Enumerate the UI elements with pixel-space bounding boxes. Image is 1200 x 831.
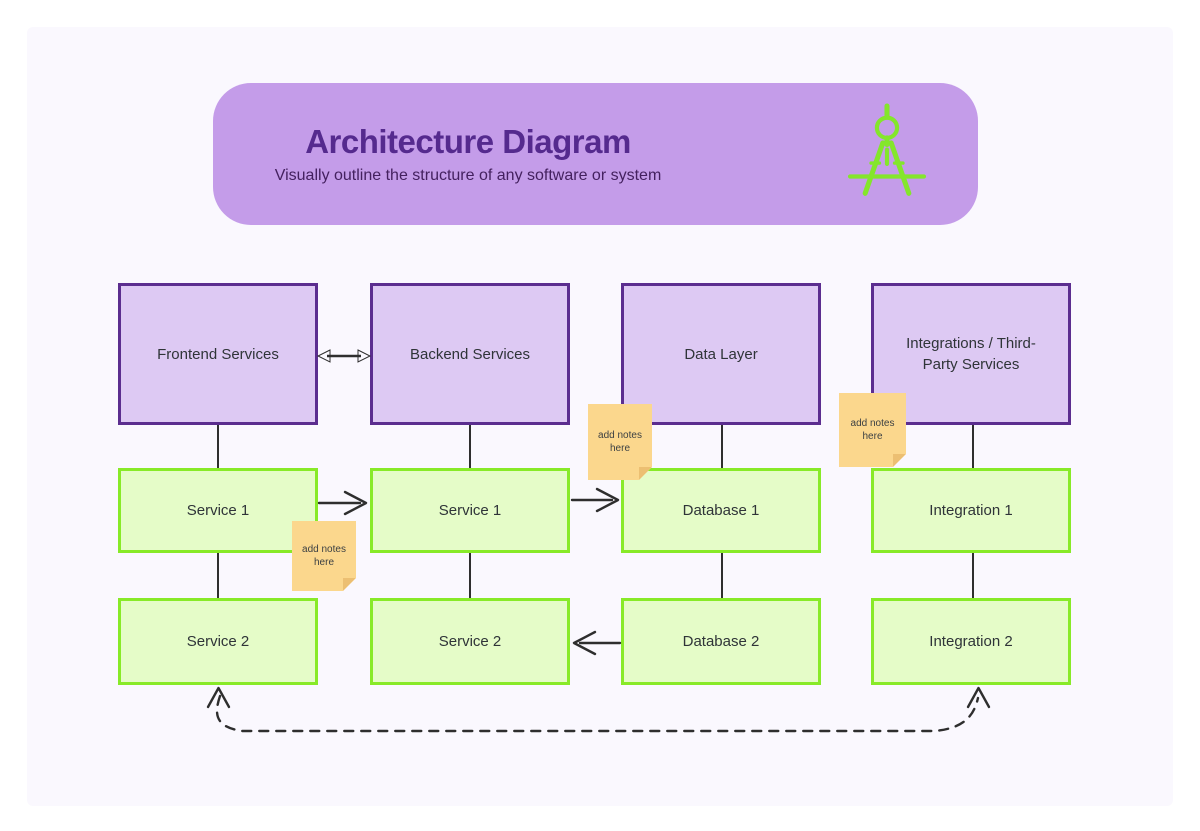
box-label: Data Layer [684,345,758,363]
box-integration-2[interactable]: Integration 2 [871,598,1071,685]
box-backend-service-2[interactable]: Service 2 [370,598,570,685]
sticky-note-text: add notes here [598,429,642,454]
box-label: Database 2 [682,633,760,650]
box-label: Database 1 [682,502,760,519]
box-backend-service-1[interactable]: Service 1 [370,468,570,553]
box-label: Backend Services [409,345,531,363]
box-database-2[interactable]: Database 2 [621,598,821,685]
box-label: Integrations / Third-Party Services [906,335,1036,373]
box-label: Service 2 [186,633,250,650]
box-frontend-service-1[interactable]: Service 1 [118,468,318,553]
header-card[interactable]: Architecture Diagram Visually outline th… [213,83,978,225]
sticky-note-3[interactable]: add notes here [839,393,906,467]
box-label: Service 1 [438,502,502,519]
page-subtitle: Visually outline the structure of any so… [274,167,662,184]
box-integration-1[interactable]: Integration 1 [871,468,1071,553]
header-text: Architecture Diagram Visually outline th… [243,83,693,225]
box-label: Integration 1 [929,502,1013,519]
box-label: Service 1 [186,502,250,519]
box-data-layer[interactable]: Data Layer [621,283,821,425]
box-frontend-service-2[interactable]: Service 2 [118,598,318,685]
box-frontend-services[interactable]: Frontend Services [118,283,318,425]
sticky-note-text: add notes here [850,417,895,442]
box-database-1[interactable]: Database 1 [621,468,821,553]
box-label: Service 2 [438,633,502,650]
sticky-note-text: add notes here [302,543,346,568]
sticky-note-2[interactable]: add notes here [588,404,652,480]
sticky-note-1[interactable]: add notes here [292,521,356,591]
box-backend-services[interactable]: Backend Services [370,283,570,425]
box-label: Integration 2 [929,633,1013,650]
drafting-compass-icon [847,103,927,196]
page-title: Architecture Diagram [305,123,631,160]
box-label: Frontend Services [157,345,279,363]
